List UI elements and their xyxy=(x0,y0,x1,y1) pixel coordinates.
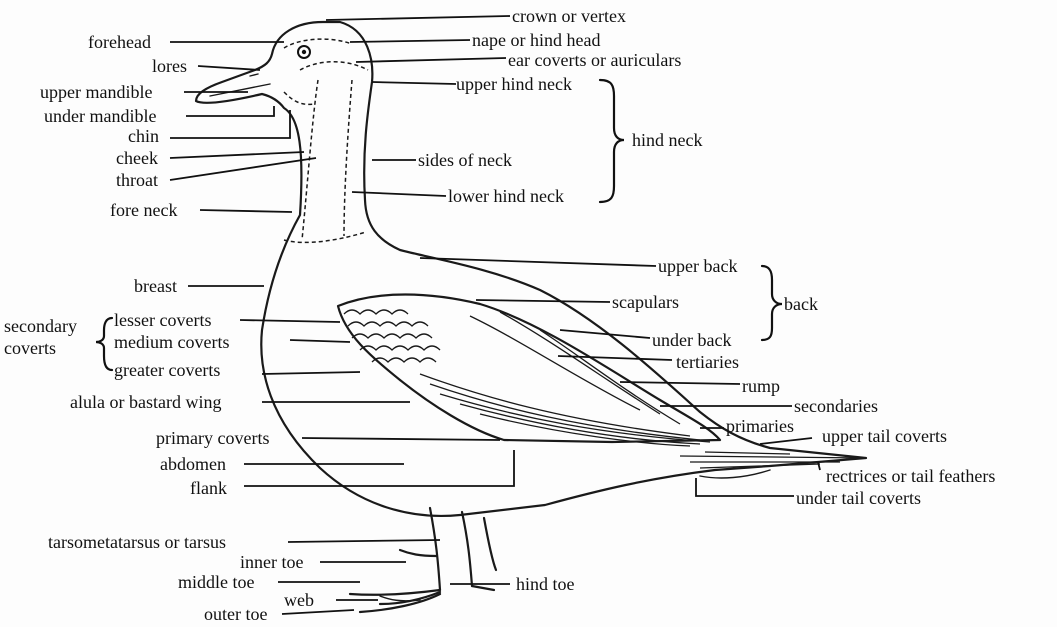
label-cheek: cheek xyxy=(116,148,158,168)
label-lesser-coverts: lesser coverts xyxy=(114,310,211,330)
label-secondary-coverts-1: secondary xyxy=(4,316,77,336)
leader-lines xyxy=(170,16,820,614)
label-secondaries: secondaries xyxy=(794,396,878,416)
label-primary-coverts: primary coverts xyxy=(156,428,269,448)
label-nape: nape or hind head xyxy=(472,30,600,50)
bird-outline xyxy=(196,22,866,516)
neck-collar xyxy=(284,232,366,242)
label-fore-neck: fore neck xyxy=(110,200,177,220)
label-chin: chin xyxy=(128,126,159,146)
cheek-dash xyxy=(284,92,314,104)
label-ear-coverts: ear coverts or auriculars xyxy=(508,50,681,70)
label-upper-mandible: upper mandible xyxy=(40,82,152,102)
labels: crown or vertex forehead nape or hind he… xyxy=(4,6,995,624)
crown-line xyxy=(284,39,352,48)
label-under-mandible: under mandible xyxy=(44,106,156,126)
label-middle-toe: middle toe xyxy=(178,572,254,592)
label-secondary-coverts-2: coverts xyxy=(4,338,56,358)
label-rump: rump xyxy=(742,376,780,396)
neck-dash-back xyxy=(344,80,352,236)
label-upper-tail-coverts: upper tail coverts xyxy=(822,426,947,446)
label-alula: alula or bastard wing xyxy=(70,392,221,412)
back-brace xyxy=(762,266,782,340)
label-lores: lores xyxy=(152,56,187,76)
label-tertiaries: tertiaries xyxy=(676,352,739,372)
label-rectrices: rectrices or tail feathers xyxy=(826,466,995,486)
label-under-back: under back xyxy=(652,330,731,350)
label-tarsus: tarsometatarsus or tarsus xyxy=(48,532,226,552)
label-crown: crown or vertex xyxy=(512,6,626,26)
label-upper-hind-neck: upper hind neck xyxy=(456,74,572,94)
label-back: back xyxy=(784,294,818,314)
label-hind-neck: hind neck xyxy=(632,130,702,150)
legs-and-feet xyxy=(350,508,496,612)
wing xyxy=(338,295,720,447)
pupil xyxy=(302,50,306,54)
label-primaries: primaries xyxy=(726,416,794,436)
hind-neck-brace xyxy=(600,80,624,202)
label-web: web xyxy=(284,590,314,610)
label-hind-toe: hind toe xyxy=(516,574,575,594)
label-abdomen: abdomen xyxy=(160,454,226,474)
ear-patch xyxy=(300,62,368,70)
label-medium-coverts: medium coverts xyxy=(114,332,229,352)
label-upper-back: upper back xyxy=(658,256,737,276)
label-throat: throat xyxy=(116,170,158,190)
label-breast: breast xyxy=(134,276,177,296)
label-inner-toe: inner toe xyxy=(240,552,303,572)
label-lower-hind-neck: lower hind neck xyxy=(448,186,564,206)
label-under-tail-coverts: under tail coverts xyxy=(796,488,921,508)
label-sides-of-neck: sides of neck xyxy=(418,150,512,170)
label-flank: flank xyxy=(190,478,227,498)
label-scapulars: scapulars xyxy=(612,292,679,312)
nostril xyxy=(250,74,258,76)
secondary-coverts-brace xyxy=(96,318,112,370)
bird-drawing xyxy=(196,22,866,612)
label-outer-toe: outer toe xyxy=(204,604,267,624)
label-greater-coverts: greater coverts xyxy=(114,360,220,380)
label-forehead: forehead xyxy=(88,32,151,52)
